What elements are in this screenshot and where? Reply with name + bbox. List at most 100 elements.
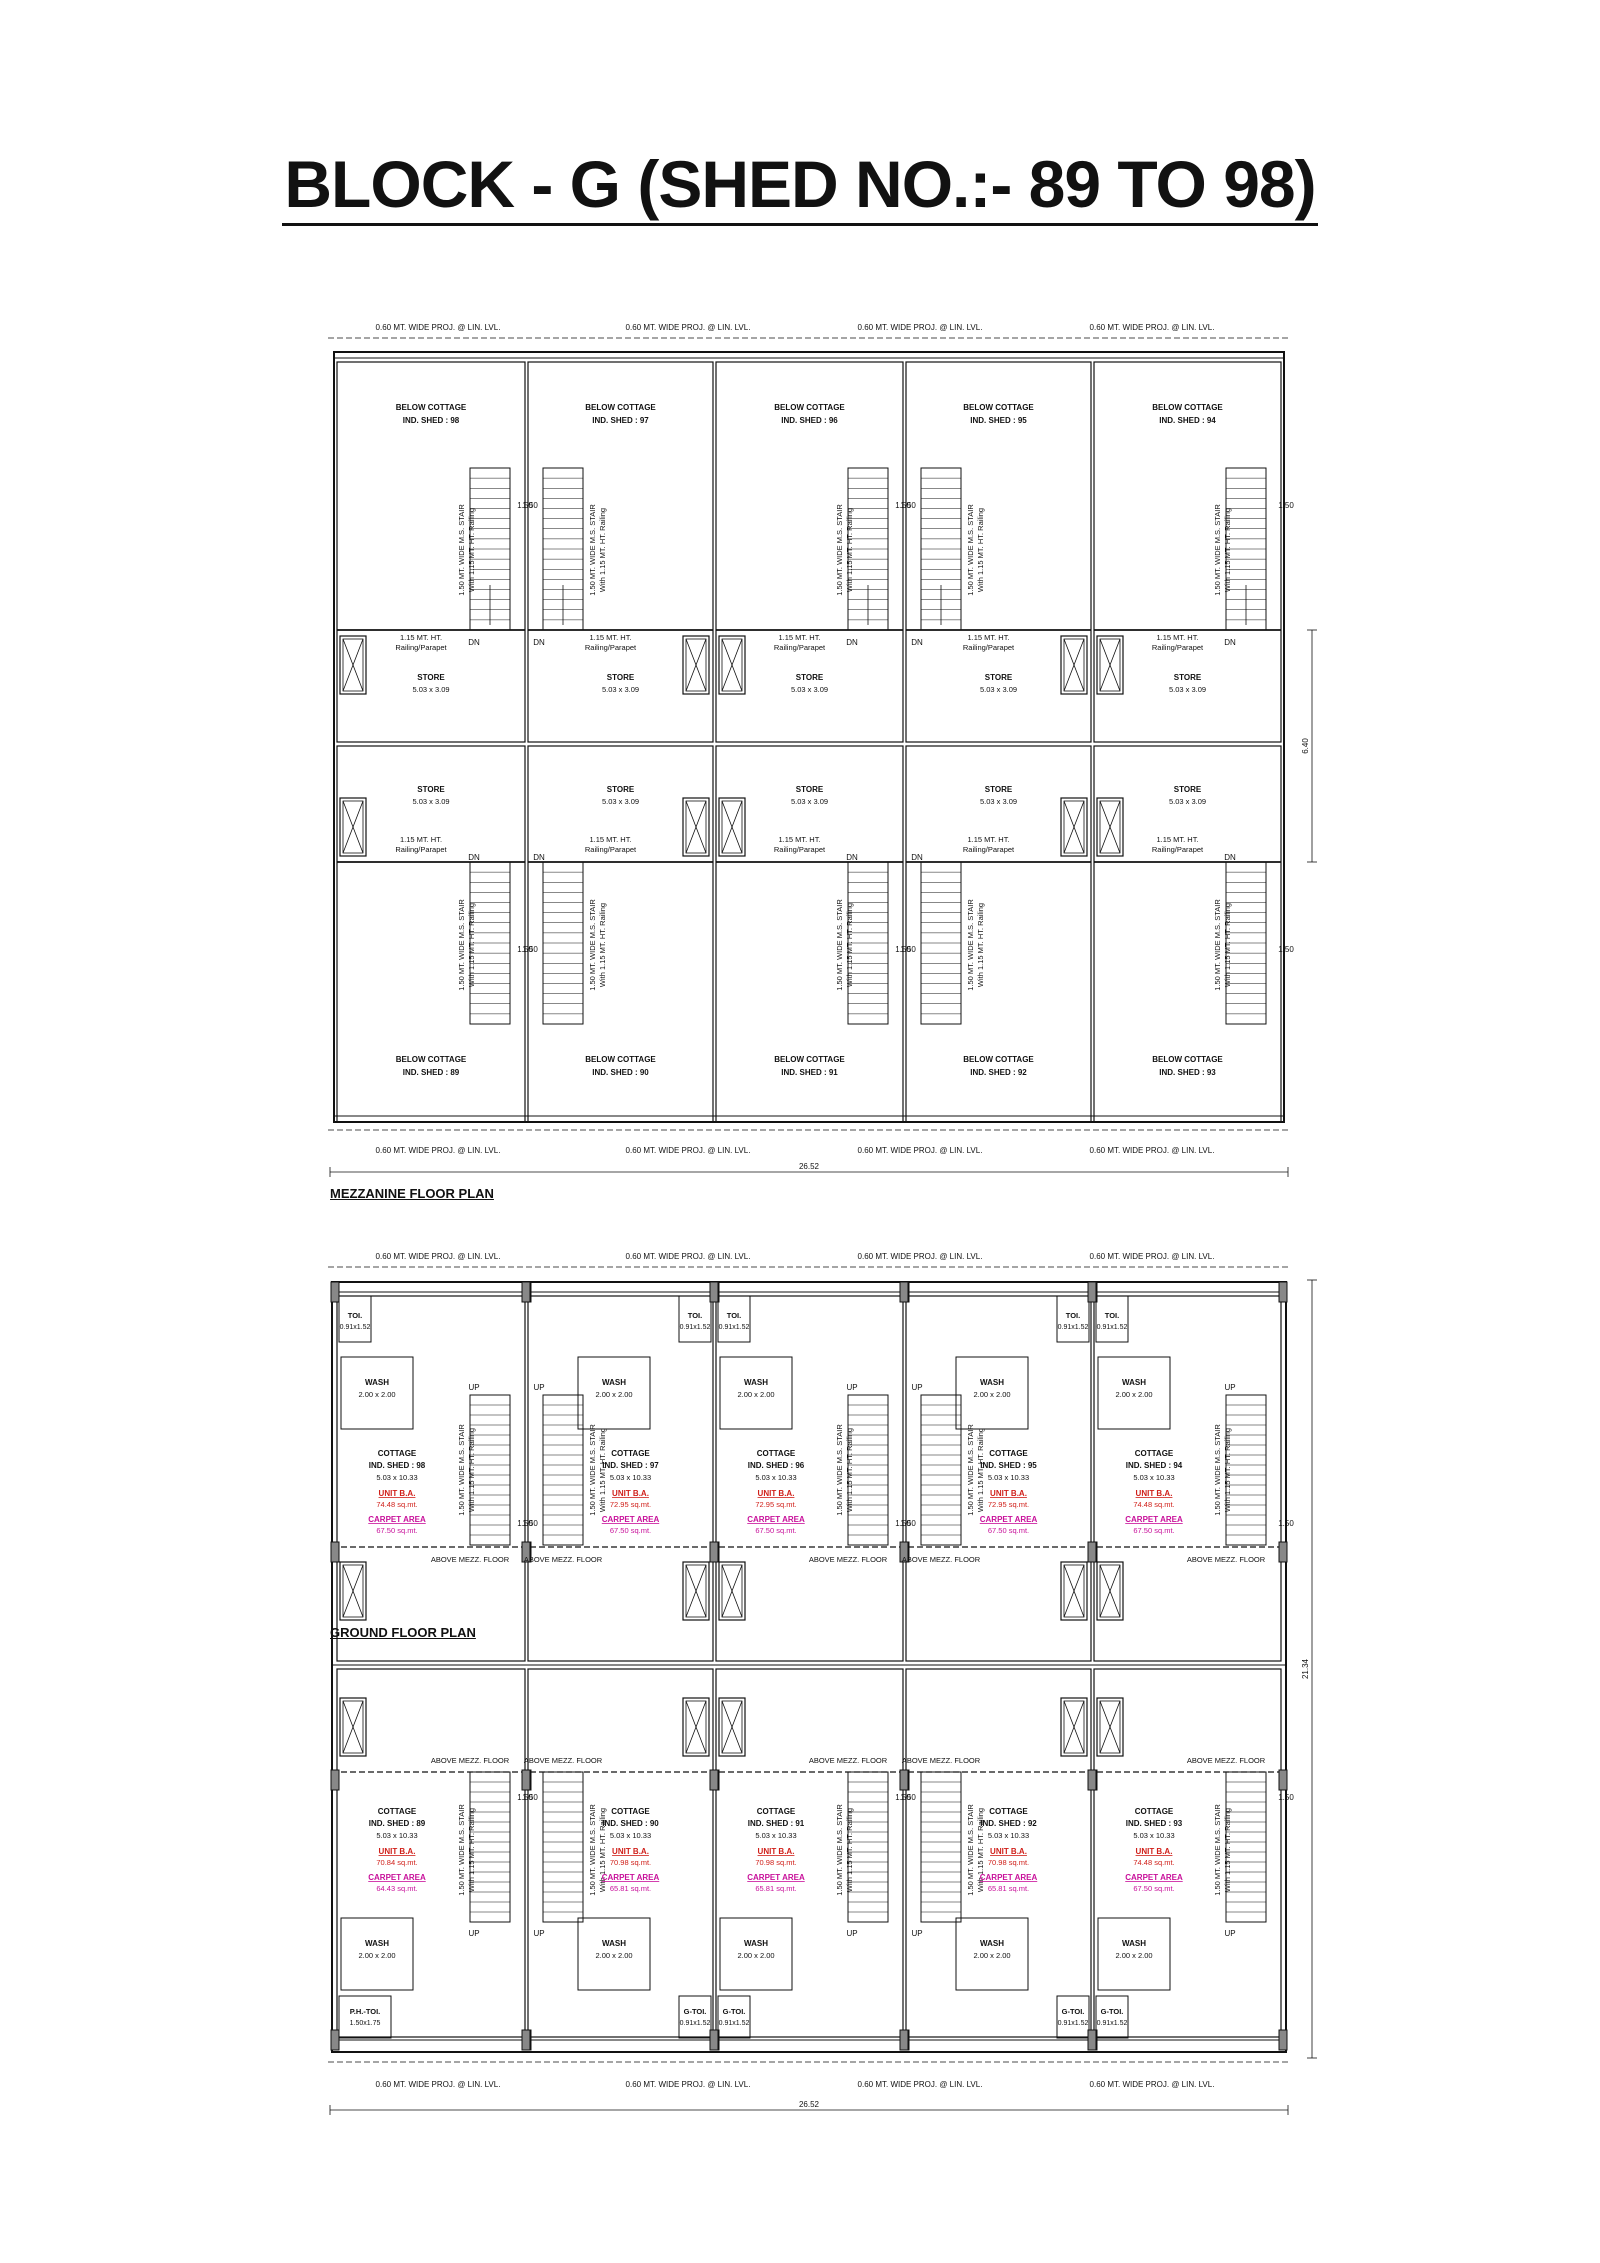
- cutout-shaft: [682, 635, 710, 695]
- railing-label: Railing/Parapet: [585, 643, 637, 652]
- wash-size: 2.00 x 2.00: [973, 1951, 1010, 1960]
- stair-label: 1.50 MT. WIDE M.S. STAIR: [835, 899, 844, 991]
- railing-label: 1.15 MT. HT.: [589, 633, 631, 642]
- stair-width-label: 1.50: [895, 501, 911, 510]
- g-toilet-label: G-TOI.: [684, 2007, 707, 2016]
- stair-label: 1.50 MT. WIDE M.S. STAIR: [457, 504, 466, 596]
- cutout-shaft: [1060, 635, 1088, 695]
- wash-size: 2.00 x 2.00: [737, 1390, 774, 1399]
- unit-ba-label: UNIT B.A.: [612, 1847, 649, 1856]
- shaft-inner: [721, 1700, 743, 1754]
- ph-toilet-size: 1.50x1.75: [350, 2020, 381, 2027]
- shed-number-label: IND. SHED : 98: [403, 416, 460, 425]
- toilet-size: 0.91x1.52: [340, 1324, 371, 1331]
- cottage-size: 5.03 x 10.33: [1133, 1473, 1174, 1482]
- shaft-cross: [685, 1700, 707, 1754]
- cutout-shaft: [339, 1697, 367, 1757]
- unit-ba-value: 70.98 sq.mt.: [755, 1858, 796, 1867]
- store-size: 5.03 x 3.09: [1169, 797, 1206, 806]
- wash-room: [719, 1356, 793, 1430]
- cutout-shaft: [718, 635, 746, 695]
- projection-label: 0.60 MT. WIDE PROJ. @ LIN. LVL.: [858, 1146, 983, 1155]
- wash-label: WASH: [365, 1939, 389, 1948]
- store-size: 5.03 x 3.09: [791, 685, 828, 694]
- cutout-shaft: [1096, 1697, 1124, 1757]
- shaft-inner: [342, 800, 364, 854]
- stair: [1225, 1394, 1267, 1546]
- projection-label: 0.60 MT. WIDE PROJ. @ LIN. LVL.: [626, 323, 751, 332]
- stair: [469, 1394, 511, 1546]
- structural-column: [521, 1281, 531, 1303]
- cutout-shaft: [1060, 1697, 1088, 1757]
- stair-outline: [542, 1394, 584, 1546]
- up-label: UP: [911, 1383, 922, 1392]
- cutout-shaft: [1096, 797, 1124, 857]
- up-label: UP: [1224, 1929, 1235, 1938]
- shaft-cross: [721, 1564, 743, 1618]
- toilet-room: [717, 1295, 751, 1343]
- structural-column: [330, 1769, 340, 1791]
- shaft-cross: [721, 638, 743, 692]
- cottage-size: 5.03 x 10.33: [376, 1831, 417, 1840]
- unit-ba-label: UNIT B.A.: [990, 1489, 1027, 1498]
- shaft-outline: [718, 797, 746, 857]
- unit-ba-label: UNIT B.A.: [758, 1489, 795, 1498]
- cottage-size: 5.03 x 10.33: [988, 1473, 1029, 1482]
- shaft-outline: [1060, 1697, 1088, 1757]
- carpet-area-label: CARPET AREA: [1125, 1515, 1183, 1524]
- wash-size: 2.00 x 2.00: [973, 1390, 1010, 1399]
- toilet-label: TOI.: [1105, 1311, 1119, 1320]
- above-mezz-label: ABOVE MEZZ. FLOOR: [1187, 1756, 1266, 1765]
- stair: [542, 861, 584, 1025]
- stair-width-label: 1.50: [522, 1519, 538, 1528]
- cottage-label: COTTAGE: [757, 1449, 796, 1458]
- projection-label: 0.60 MT. WIDE PROJ. @ LIN. LVL.: [1090, 323, 1215, 332]
- shed-number-label: IND. SHED : 91: [781, 1068, 838, 1077]
- cottage-label: COTTAGE: [1135, 1807, 1174, 1816]
- stair: [1225, 1771, 1267, 1923]
- structural-column: [899, 2029, 909, 2051]
- structural-column: [1087, 2029, 1097, 2051]
- shaft-inner: [685, 638, 707, 692]
- stair-label: 1.50 MT. WIDE M.S. STAIR: [835, 1424, 844, 1516]
- ground-outer-wall: [331, 1281, 1287, 2053]
- cottage-label: COTTAGE: [611, 1449, 650, 1458]
- structural-column: [1278, 1281, 1288, 1303]
- unit-ba-value: 74.48 sq.mt.: [376, 1500, 417, 1509]
- cutout-shaft: [1096, 1561, 1124, 1621]
- store-size: 5.03 x 3.09: [412, 797, 449, 806]
- cottage-size: 5.03 x 10.33: [376, 1473, 417, 1482]
- wash-label: WASH: [1122, 1378, 1146, 1387]
- railing-label: Railing/Parapet: [395, 643, 447, 652]
- below-cottage-label: BELOW COTTAGE: [774, 1055, 845, 1064]
- g-toilet-room: [1095, 1995, 1129, 2039]
- g-toilet-size: 0.91x1.52: [719, 2020, 750, 2027]
- shaft-outline: [718, 635, 746, 695]
- dimension-label: 21.34: [1301, 1658, 1310, 1679]
- unit-ba-value: 74.48 sq.mt.: [1133, 1500, 1174, 1509]
- stair-label: With 1.15 MT. HT. Railing: [976, 508, 985, 592]
- down-label: DN: [533, 853, 545, 862]
- stair: [847, 861, 889, 1025]
- cutout-shaft: [682, 797, 710, 857]
- stair-label: 1.50 MT. WIDE M.S. STAIR: [457, 1424, 466, 1516]
- toilet-room: [338, 1295, 372, 1343]
- railing-label: 1.15 MT. HT.: [400, 835, 442, 844]
- store-label: STORE: [417, 673, 445, 682]
- wash-size: 2.00 x 2.00: [358, 1951, 395, 1960]
- stair-label: With 1.15 MT. HT. Railing: [467, 508, 476, 592]
- stair-width-label: 1.50: [522, 501, 538, 510]
- projection-label: 0.60 MT. WIDE PROJ. @ LIN. LVL.: [1090, 1252, 1215, 1261]
- toilet-size: 0.91x1.52: [719, 1324, 750, 1331]
- stair-label: With 1.15 MT. HT. Railing: [467, 903, 476, 987]
- railing-label: Railing/Parapet: [774, 845, 826, 854]
- stair-width-label: 1.50: [517, 501, 533, 510]
- shaft-inner: [342, 638, 364, 692]
- stair-width-label: 1.50: [1278, 501, 1294, 510]
- store-label: STORE: [1174, 785, 1202, 794]
- stair-label: 1.50 MT. WIDE M.S. STAIR: [588, 1424, 597, 1516]
- top-unit-room: [527, 361, 714, 743]
- stair-outline: [1225, 1394, 1267, 1546]
- carpet-area-value: 65.81 sq.mt.: [988, 1884, 1029, 1893]
- stair-outline: [1225, 1771, 1267, 1923]
